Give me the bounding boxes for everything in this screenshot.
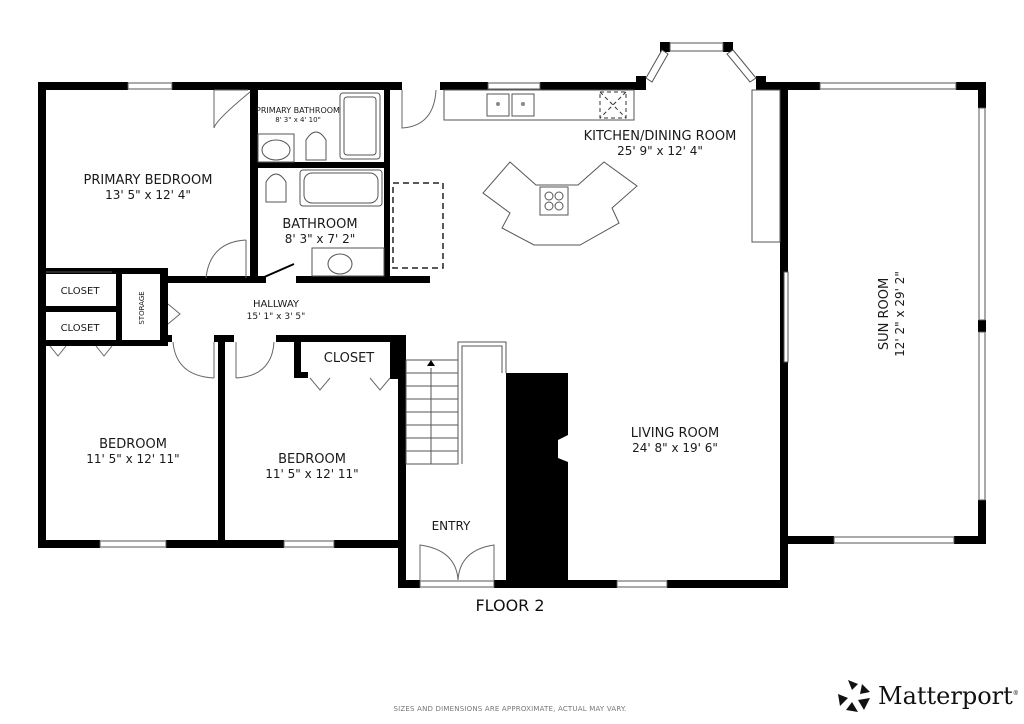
windows (99, 42, 986, 588)
room-living-room-name: LIVING ROOM (631, 426, 719, 441)
fixtures (46, 89, 781, 581)
room-sun-room-dims: 12' 2" x 29' 2" (893, 271, 907, 357)
brand: Matterport® (836, 676, 1019, 716)
room-bedroom-2-name: BEDROOM (278, 452, 346, 467)
room-living-room-dims: 24' 8" x 19' 6" (632, 441, 718, 455)
room-bedroom-2-dims: 11' 5" x 12' 11" (265, 467, 358, 481)
disclaimer: SIZES AND DIMENSIONS ARE APPROXIMATE, AC… (393, 705, 627, 713)
room-bathroom-dims: 8' 3" x 7' 2" (285, 232, 356, 246)
interior-walls (38, 90, 430, 545)
brand-name: Matterport® (878, 682, 1019, 710)
room-closet-1-name: CLOSET (61, 286, 101, 297)
room-bathroom-name: BATHROOM (282, 217, 357, 232)
floor-label: FLOOR 2 (475, 596, 545, 615)
room-primary-bedroom-dims: 13' 5" x 12' 4" (105, 188, 191, 202)
matterport-logo-icon (838, 680, 870, 712)
room-hallway-dims: 15' 1" x 3' 5" (247, 312, 306, 322)
room-kitchen-dining-dims: 25' 9" x 12' 4" (617, 144, 703, 158)
room-storage-name: STORAGE (138, 291, 146, 324)
room-bedroom-1-dims: 11' 5" x 12' 11" (86, 452, 179, 466)
room-labels: PRIMARY BEDROOM 13' 5" x 12' 4" PRIMARY … (61, 106, 907, 533)
room-primary-bathroom-name: PRIMARY BATHROOM (256, 106, 340, 115)
room-hallway-name: HALLWAY (253, 299, 300, 310)
room-sun-room-name: SUN ROOM (877, 278, 892, 350)
room-bedroom-1-name: BEDROOM (99, 437, 167, 452)
room-entry-name: ENTRY (432, 519, 471, 533)
room-kitchen-dining-name: KITCHEN/DINING ROOM (584, 129, 737, 144)
staircase (405, 341, 507, 465)
room-closet-2-name: CLOSET (61, 323, 101, 334)
room-primary-bathroom-dims: 8' 3" x 4' 10" (275, 116, 321, 124)
room-primary-bedroom-name: PRIMARY BEDROOM (84, 173, 213, 188)
room-closet-3-name: CLOSET (324, 351, 375, 366)
exterior-walls (38, 42, 986, 588)
